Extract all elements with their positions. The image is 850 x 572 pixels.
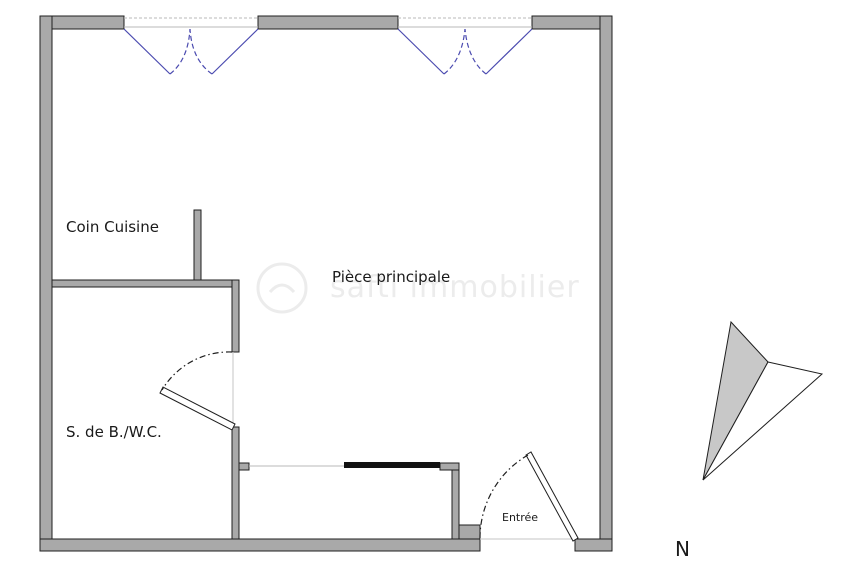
- kitchen-partition-vertical: [193, 209, 202, 281]
- bathroom-door: [159, 351, 236, 431]
- closet-stub-right: [439, 462, 460, 471]
- compass-rose: [702, 320, 824, 481]
- wall-bottom-left: [39, 538, 481, 552]
- compass-needle-white: [702, 361, 824, 481]
- closet-wall-right: [451, 462, 460, 540]
- watermark-text: safti immobilier: [330, 270, 580, 305]
- window-left: [123, 17, 259, 75]
- wall-left: [39, 15, 53, 552]
- wall-top-left: [39, 15, 125, 30]
- entry-door: [479, 451, 579, 542]
- room-label-kitchen: Coin Cuisine: [66, 218, 159, 236]
- wall-right: [599, 15, 613, 552]
- compass-north-label: N: [675, 537, 690, 561]
- room-label-bathroom: S. de B./W.C.: [66, 423, 162, 441]
- entry-wall-stub: [458, 524, 481, 540]
- room-label-main: Pièce principale: [332, 268, 451, 286]
- bath-wall-right-lower: [231, 426, 240, 540]
- room-label-entry: Entrée: [502, 511, 539, 524]
- interior-walls: [51, 209, 481, 540]
- bath-wall-right-upper: [231, 279, 240, 353]
- wall-top-middle: [257, 15, 399, 30]
- closet-stub-left: [238, 462, 250, 471]
- wall-bottom-right: [574, 538, 613, 552]
- window-right: [397, 17, 533, 75]
- watermark-logo: [256, 262, 308, 314]
- closet-sliding-door: [344, 462, 440, 468]
- bath-wall-top: [51, 279, 240, 288]
